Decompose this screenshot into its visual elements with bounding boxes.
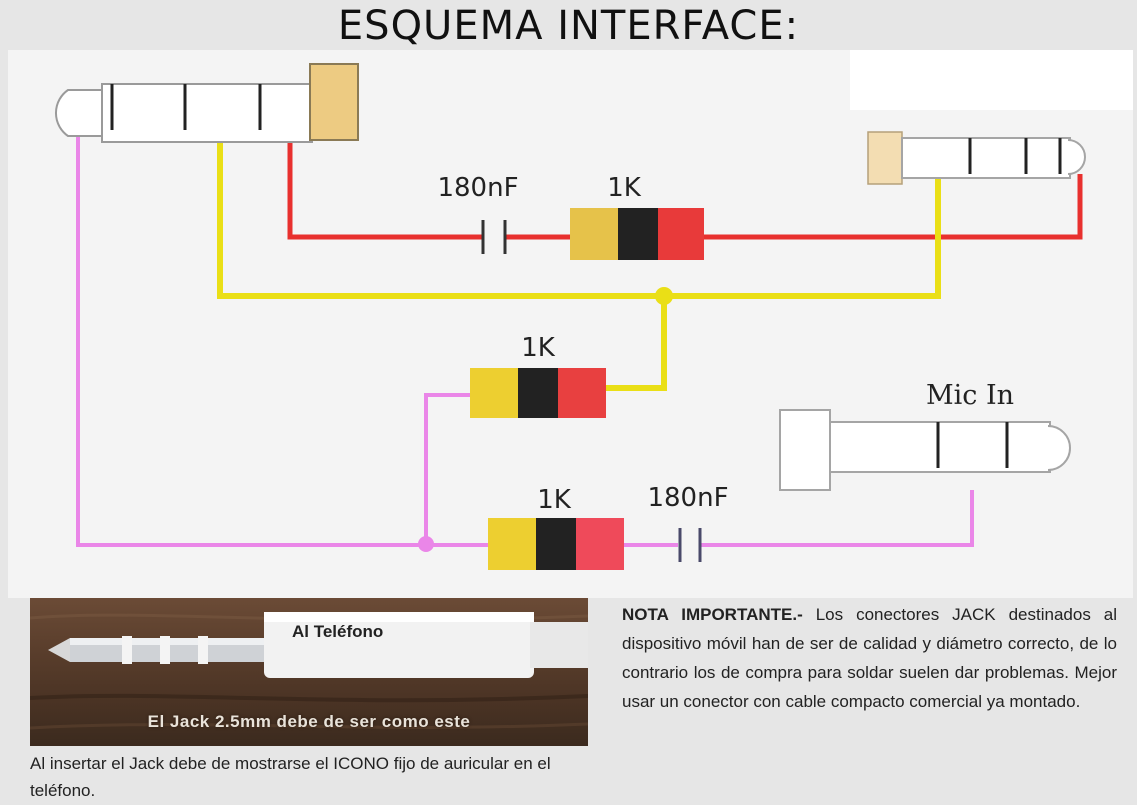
- pink-wire-2: [424, 393, 470, 545]
- resistor-top: [570, 208, 704, 260]
- capacitor-bottom: [678, 528, 702, 562]
- resistor-middle-label: 1K: [521, 333, 556, 363]
- capacitor-top: [481, 220, 507, 254]
- page-title: ESQUEMA INTERFACE:: [337, 3, 800, 49]
- resistor-bottom-label: 1K: [537, 485, 572, 515]
- pink-wire: [76, 134, 488, 547]
- pink-junction: [418, 536, 434, 552]
- red-wire: [287, 130, 483, 240]
- pink-wire-4: [700, 490, 974, 547]
- jack-photo-drawing: [30, 612, 588, 730]
- mic-in-label: Mic In: [926, 380, 1014, 411]
- jack-photo: Al Teléfono El Jack 2.5mm debe de ser co…: [30, 598, 588, 746]
- yellow-wire: [217, 130, 941, 299]
- jack-plug-small: [867, 131, 1086, 185]
- photo-description: Al insertar el Jack debe de mostrarse el…: [30, 754, 551, 800]
- diagram-highlight: [850, 50, 1133, 110]
- resistor-bottom: [488, 518, 624, 570]
- capacitor-bottom-label: 180nF: [647, 483, 728, 513]
- resistor-middle: [470, 368, 606, 418]
- capacitor-top-label: 180nF: [437, 173, 518, 203]
- resistor-top-label: 1K: [607, 173, 642, 203]
- jack-plug-phone: [55, 63, 359, 143]
- yellow-wire-2: [606, 296, 667, 391]
- wiring-diagram-svg: 180nF 1K 1K Mic In 1K 180nF: [55, 50, 1133, 570]
- note-body: Los conectores JACK destinados al dispos…: [622, 605, 1118, 711]
- photo-caption: El Jack 2.5mm debe de ser como este: [147, 712, 471, 731]
- yellow-junction: [655, 287, 673, 305]
- jack-plug-mic: [779, 409, 1071, 491]
- important-note: NOTA IMPORTANTE.- Los conectores JACK de…: [622, 600, 1117, 716]
- note-heading: NOTA IMPORTANTE.-: [622, 605, 803, 624]
- wiring-diagram: 180nF 1K 1K Mic In 1K 180nF: [8, 50, 1133, 598]
- photo-label: Al Teléfono: [292, 622, 384, 641]
- red-wire-3: [704, 174, 1083, 240]
